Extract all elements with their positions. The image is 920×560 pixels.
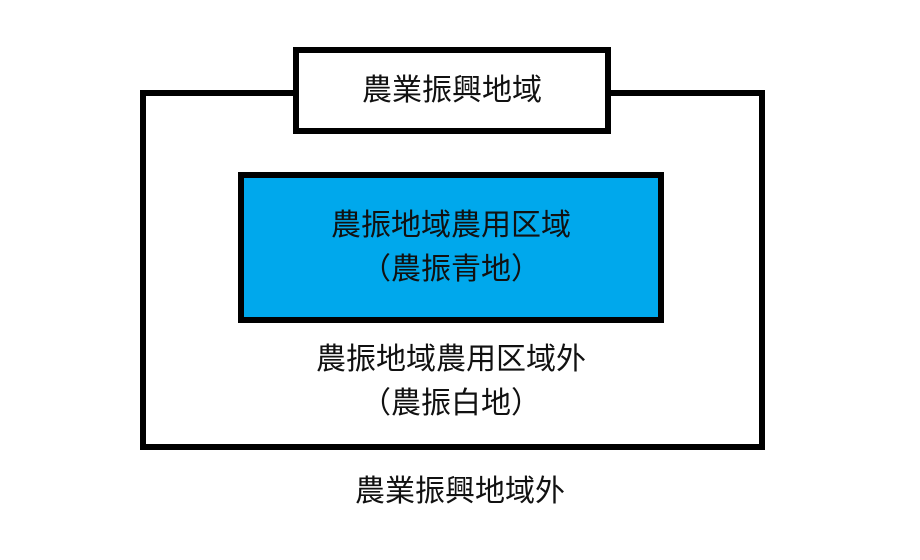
agricultural-promotion-area-label: 農業振興地域 <box>362 72 542 108</box>
agricultural-use-zone-label: 農振地域農用区域 <box>331 208 571 243</box>
agricultural-use-zone-sublabel: （農振青地） <box>361 251 541 287</box>
outside-agricultural-use-zone-label-group: 農振地域農用区域外 （農振白地） <box>238 338 664 425</box>
outside-agricultural-use-zone-label: 農振地域農用区域外 <box>316 342 586 377</box>
agricultural-use-zone-region: 農振地域農用区域 （農振青地） <box>238 172 664 323</box>
outside-agricultural-promotion-area-label: 農業振興地域外 <box>355 474 565 509</box>
agricultural-promotion-area-label-box: 農業振興地域 <box>293 47 611 134</box>
outside-agricultural-use-zone-sublabel: （農振白地） <box>361 385 541 421</box>
